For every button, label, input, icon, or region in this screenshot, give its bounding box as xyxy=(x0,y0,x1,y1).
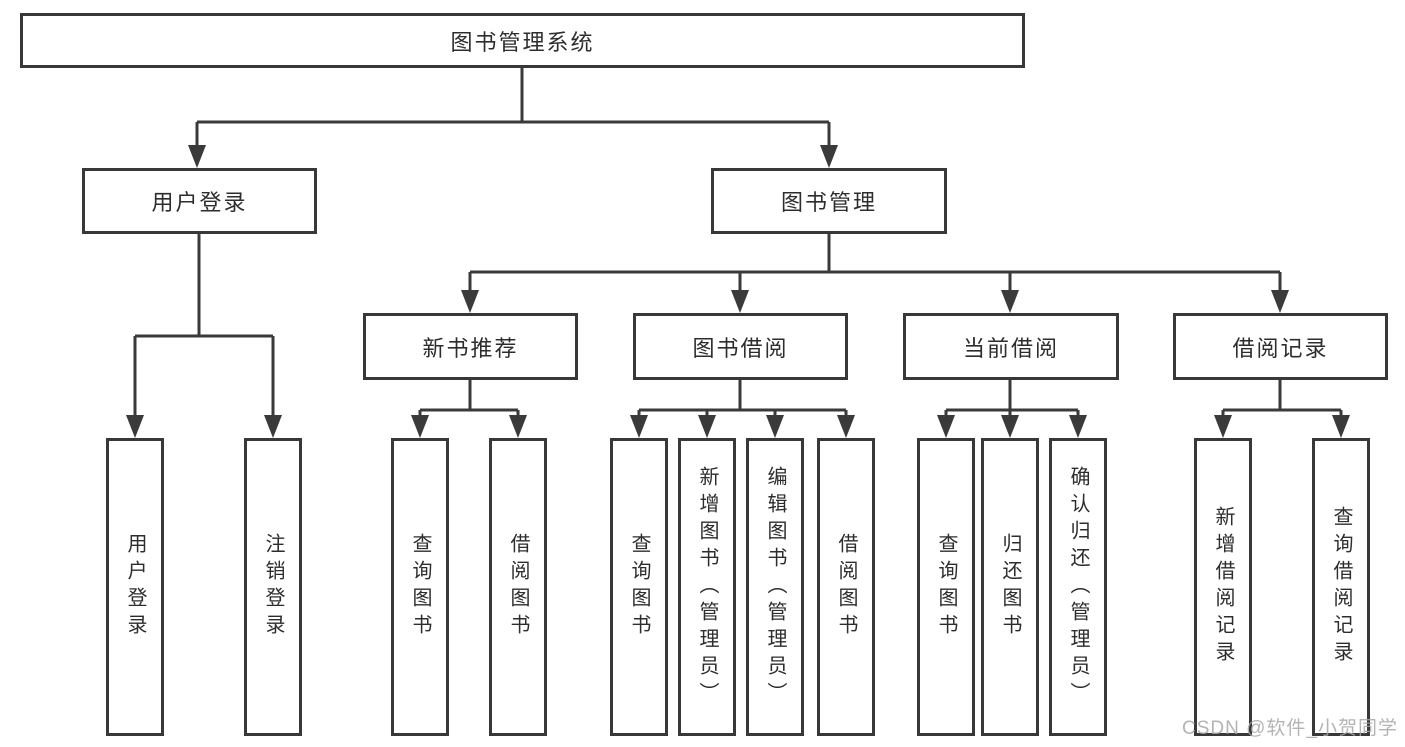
leaf-edit-book-admin: 编辑图书（管理员） xyxy=(746,438,804,736)
node-borrow-records-label: 借阅记录 xyxy=(1232,335,1329,361)
connector-new-book-children xyxy=(411,380,527,438)
csdn-watermark: CSDN @软件_小贺同学 xyxy=(1182,718,1398,739)
leaf-return-book-label: 归还图书 xyxy=(999,533,1021,641)
leaf-query-books-recommend: 查询图书 xyxy=(391,438,449,736)
leaf-logout: 注销登录 xyxy=(244,438,302,736)
connector-book-management-children xyxy=(461,234,1289,313)
leaf-query-books-current-label: 查询图书 xyxy=(935,533,957,641)
leaf-add-book-admin-label: 新增图书（管理员） xyxy=(696,465,718,709)
leaf-confirm-return-admin-label: 确认归还（管理员） xyxy=(1067,465,1089,709)
leaf-add-borrow-record: 新增借阅记录 xyxy=(1194,438,1252,736)
leaf-return-book: 归还图书 xyxy=(981,438,1039,736)
leaf-query-borrow-record-label: 查询借阅记录 xyxy=(1330,506,1352,668)
node-system-root-label: 图书管理系统 xyxy=(450,29,595,55)
node-new-book-recommend-label: 新书推荐 xyxy=(422,335,519,361)
node-book-management-label: 图书管理 xyxy=(780,190,877,215)
leaf-user-login-label: 用户登录 xyxy=(124,533,146,641)
node-current-borrow-label: 当前借阅 xyxy=(962,335,1059,361)
connector-user-login-children xyxy=(126,234,282,438)
leaf-add-borrow-record-label: 新增借阅记录 xyxy=(1212,506,1234,668)
leaf-borrow-books-recommend: 借阅图书 xyxy=(489,438,547,736)
leaf-query-books-recommend-label: 查询图书 xyxy=(409,533,431,641)
node-book-borrow-label: 图书借阅 xyxy=(692,335,789,361)
node-book-management: 图书管理 xyxy=(711,168,947,234)
leaf-borrow-books-label: 借阅图书 xyxy=(835,533,857,641)
connector-root-to-level2 xyxy=(188,68,838,168)
leaf-logout-label: 注销登录 xyxy=(262,533,284,641)
node-system-root: 图书管理系统 xyxy=(20,13,1025,68)
leaf-user-login: 用户登录 xyxy=(106,438,164,736)
leaf-query-books-borrow: 查询图书 xyxy=(610,438,668,736)
leaf-add-book-admin: 新增图书（管理员） xyxy=(678,438,736,736)
connector-current-borrow-children xyxy=(937,380,1087,438)
leaf-borrow-books-recommend-label: 借阅图书 xyxy=(507,533,529,641)
connector-borrow-records-children xyxy=(1214,380,1350,438)
leaf-edit-book-admin-label: 编辑图书（管理员） xyxy=(764,465,786,709)
leaf-query-books-borrow-label: 查询图书 xyxy=(628,533,650,641)
node-borrow-records: 借阅记录 xyxy=(1173,313,1388,380)
connector-book-borrow-children xyxy=(630,380,855,438)
leaf-query-borrow-record: 查询借阅记录 xyxy=(1312,438,1370,736)
leaf-query-books-current: 查询图书 xyxy=(917,438,975,736)
node-current-borrow: 当前借阅 xyxy=(903,313,1119,380)
node-user-login-label: 用户登录 xyxy=(151,190,248,215)
node-new-book-recommend: 新书推荐 xyxy=(363,313,578,380)
leaf-confirm-return-admin: 确认归还（管理员） xyxy=(1049,438,1107,736)
leaf-borrow-books: 借阅图书 xyxy=(817,438,875,736)
node-book-borrow: 图书借阅 xyxy=(633,313,848,380)
node-user-login: 用户登录 xyxy=(82,168,317,234)
